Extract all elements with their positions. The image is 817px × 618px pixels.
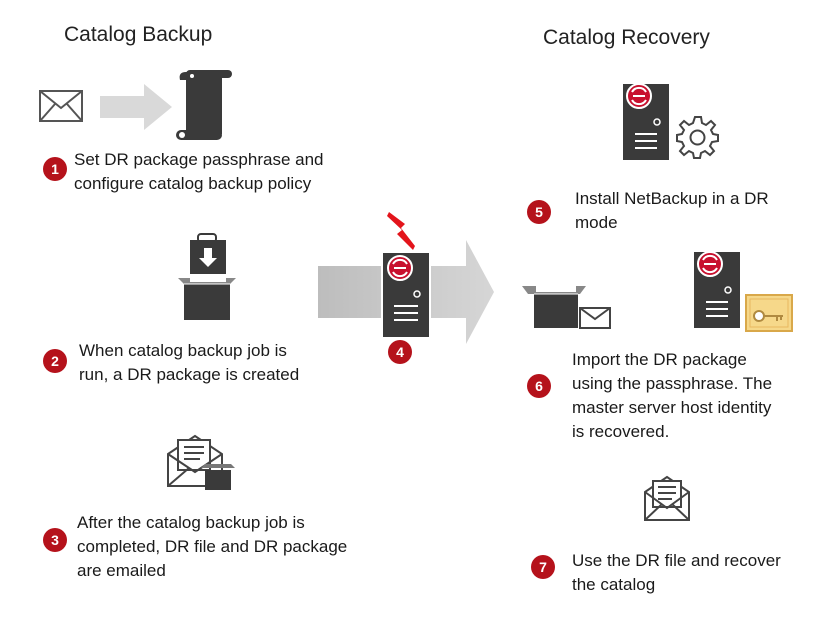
step-badge-1: 1: [43, 157, 67, 181]
scroll-icon: [174, 66, 236, 144]
server-icon: [380, 250, 432, 340]
step-5-text: Install NetBackup in a DR mode: [575, 189, 769, 232]
step-badge-7: 7: [531, 555, 555, 579]
heading-catalog-recovery: Catalog Recovery: [543, 26, 710, 49]
step-badge-5: 5: [527, 200, 551, 224]
step-badge-2: 2: [43, 349, 67, 373]
step-badge-6: 6: [527, 374, 551, 398]
open-box-icon: [520, 282, 612, 332]
lightning-icon: [385, 210, 419, 252]
step-1-text: Set DR package passphrase and configure …: [74, 150, 324, 193]
email-package-icon: [165, 432, 237, 494]
step-6-text: Import the DR package using the passphra…: [572, 350, 773, 441]
step-badge-3: 3: [43, 528, 67, 552]
gear-icon: [675, 114, 721, 160]
heading-catalog-backup: Catalog Backup: [64, 23, 213, 46]
step-badge-4: 4: [388, 340, 412, 364]
server-icon: [621, 82, 673, 162]
step-2-text: When catalog backup job is run, a DR pac…: [79, 341, 300, 384]
package-download-icon: [176, 232, 238, 324]
email-document-icon: [642, 474, 692, 524]
server-icon: [692, 250, 744, 330]
envelope-icon: [39, 90, 83, 122]
certificate-key-icon: [745, 294, 793, 332]
step-7-text: Use the DR file and recover the catalog: [572, 551, 781, 594]
arrow-icon: [98, 82, 174, 132]
step-3-text: After the catalog backup job is complete…: [77, 513, 348, 580]
